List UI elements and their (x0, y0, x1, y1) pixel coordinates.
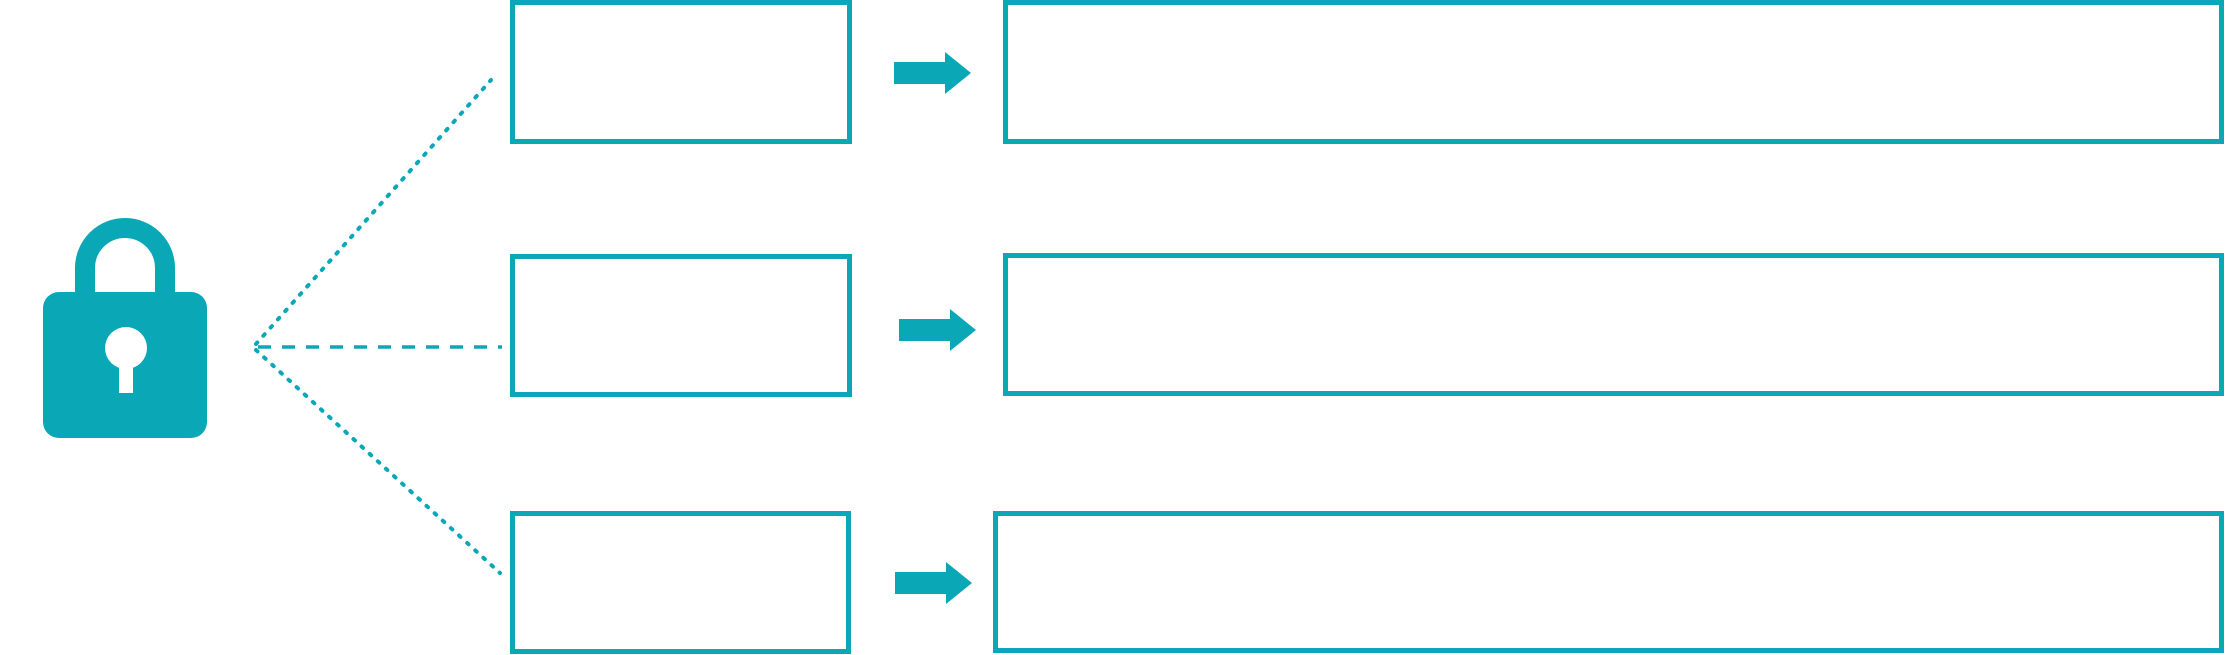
lock-icon (43, 218, 207, 438)
definition-box-3 (993, 511, 2224, 653)
definition-box-2 (1003, 253, 2224, 396)
arrow-right-icon (899, 309, 976, 351)
arrow-right-icon (895, 562, 972, 604)
lock-shackle (75, 218, 175, 318)
lock-keyhole-stem (119, 356, 133, 393)
arrow-right-icon (894, 52, 971, 94)
term-box-2 (510, 254, 852, 397)
connector-dotted-top (254, 78, 493, 346)
definition-box-1 (1003, 0, 2224, 144)
term-box-3 (510, 511, 851, 654)
lock-keyhole-icon (105, 327, 147, 369)
term-box-1 (510, 0, 852, 144)
connector-dotted-bottom (254, 348, 502, 575)
